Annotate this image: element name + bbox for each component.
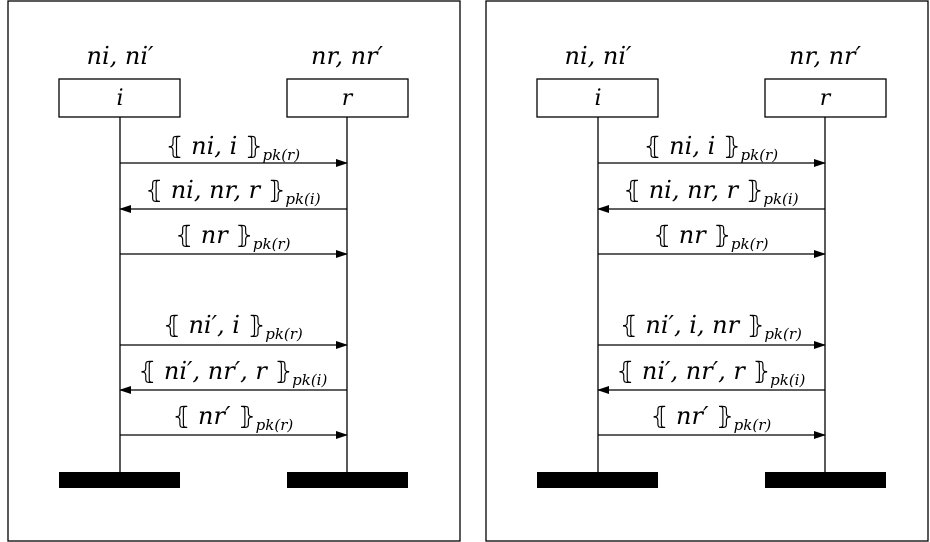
- responder-end-bar: [765, 472, 886, 488]
- message-3: ⦃ nr ⦄pk(r): [598, 221, 826, 258]
- responder-end-bar: [287, 472, 408, 488]
- initiator-role-label: i: [594, 86, 601, 111]
- message-1: ⦃ ni, i ⦄pk(r): [598, 132, 826, 167]
- initiator-end-bar: [537, 472, 658, 488]
- protocol-panel-1: ni, ni′ nr, nr′ i r ⦃ ni, i ⦄pk(r) ⦃ ni,…: [7, 0, 461, 542]
- panel-frame: [7, 0, 461, 542]
- initiator-end-bar: [59, 472, 180, 488]
- responder-knowledge: nr, nr′: [311, 42, 383, 70]
- protocol-panel-2: ni, ni′ nr, nr′ i r ⦃ ni, i ⦄pk(r) ⦃ ni,…: [485, 0, 929, 542]
- message-label: ⦃ ni, nr, r ⦄pk(i): [145, 176, 320, 208]
- responder-role-box: [764, 78, 887, 118]
- initiator-knowledge: ni, ni′: [87, 42, 155, 70]
- responder-role-box: [286, 78, 409, 118]
- responder-role-label: r: [820, 86, 832, 111]
- message-label: ⦃ ni, nr, r ⦄pk(i): [623, 176, 798, 208]
- message-5: ⦃ ni′, nr′, r ⦄pk(i): [119, 357, 347, 394]
- message-3: ⦃ nr ⦄pk(r): [120, 221, 348, 258]
- message-label: ⦃ nr′ ⦄pk(r): [173, 402, 294, 434]
- message-4: ⦃ ni′, i ⦄pk(r): [120, 311, 348, 349]
- message-6: ⦃ nr′ ⦄pk(r): [598, 402, 826, 439]
- message-6: ⦃ nr′ ⦄pk(r): [120, 402, 348, 439]
- message-label: ⦃ nr ⦄pk(r): [175, 221, 290, 253]
- initiator-knowledge: ni, ni′: [565, 42, 633, 70]
- initiator-role-box: [536, 78, 659, 118]
- message-2: ⦃ ni, nr, r ⦄pk(i): [597, 176, 825, 213]
- responder-knowledge: nr, nr′: [789, 42, 861, 70]
- responder-role-label: r: [342, 86, 354, 111]
- message-2: ⦃ ni, nr, r ⦄pk(i): [119, 176, 347, 213]
- message-1: ⦃ ni, i ⦄pk(r): [120, 132, 348, 167]
- message-5: ⦃ ni′, nr′, r ⦄pk(i): [597, 357, 825, 394]
- panel-frame: [485, 0, 929, 542]
- message-label: ⦃ ni′, nr′, r ⦄pk(i): [139, 357, 328, 389]
- initiator-role-label: i: [116, 86, 123, 111]
- message-label: ⦃ nr ⦄pk(r): [653, 221, 768, 253]
- message-label: ⦃ ni′, nr′, r ⦄pk(i): [617, 357, 806, 389]
- message-label: ⦃ ni, i ⦄pk(r): [644, 132, 778, 164]
- message-label: ⦃ ni′, i ⦄pk(r): [163, 311, 303, 343]
- message-label: ⦃ ni′, i, nr ⦄pk(r): [620, 311, 802, 343]
- message-4: ⦃ ni′, i, nr ⦄pk(r): [598, 311, 826, 349]
- message-label: ⦃ ni, i ⦄pk(r): [166, 132, 300, 164]
- message-label: ⦃ nr′ ⦄pk(r): [651, 402, 772, 434]
